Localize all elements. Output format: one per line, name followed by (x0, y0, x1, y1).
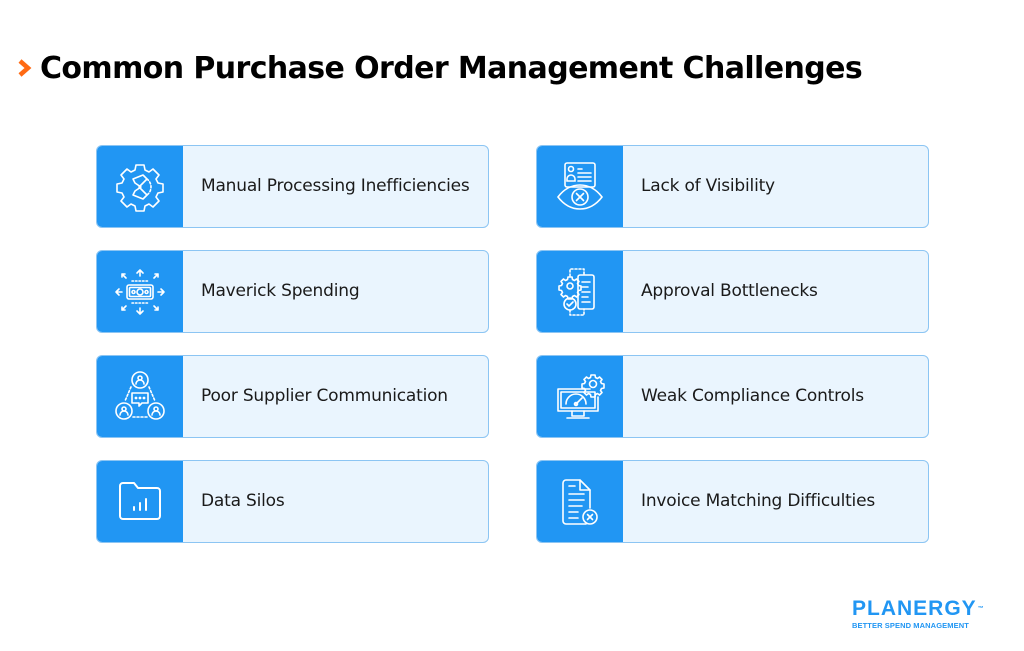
challenges-grid: Manual Processing Inefficiencies Lack of… (96, 145, 929, 543)
challenge-label: Invoice Matching Difficulties (641, 491, 876, 511)
people-chat-icon (115, 370, 165, 420)
page-title: Common Purchase Order Management Challen… (40, 50, 863, 86)
challenge-label: Lack of Visibility (641, 176, 775, 196)
folder-chart-icon (119, 481, 161, 520)
challenge-card-poor-supplier-communication: Poor Supplier Communication (96, 355, 489, 438)
money-arrows-icon (115, 268, 165, 315)
document-x-icon (562, 478, 598, 525)
challenge-card-data-silos: Data Silos (96, 460, 489, 543)
gear-document-check-icon (558, 267, 595, 316)
challenge-card-maverick-spending: Maverick Spending (96, 250, 489, 333)
profile-card-eye-x-icon (556, 161, 604, 210)
challenge-card-manual-processing: Manual Processing Inefficiencies (96, 145, 489, 228)
gear-hourglass-icon (116, 163, 164, 212)
logo-tagline: BETTER SPEND MANAGEMENT (852, 621, 969, 630)
challenge-label: Approval Bottlenecks (641, 281, 818, 301)
planergy-logo: PLANERGY™ BETTER SPEND MANAGEMENT (852, 597, 1002, 631)
challenge-label: Data Silos (201, 491, 285, 511)
challenge-card-invoice-matching-difficulties: Invoice Matching Difficulties (536, 460, 929, 543)
challenge-card-approval-bottlenecks: Approval Bottlenecks (536, 250, 929, 333)
challenge-card-lack-of-visibility: Lack of Visibility (536, 145, 929, 228)
challenge-label: Weak Compliance Controls (641, 386, 864, 406)
challenge-label: Manual Processing Inefficiencies (201, 176, 470, 196)
challenge-card-weak-compliance-controls: Weak Compliance Controls (536, 355, 929, 438)
challenge-label: Poor Supplier Communication (201, 386, 448, 406)
logo-trademark: ™ (977, 606, 985, 612)
chevron-right-icon (18, 59, 32, 77)
logo-name: PLANERGY (852, 597, 977, 620)
monitor-gauge-gear-icon (557, 373, 605, 419)
title-row: Common Purchase Order Management Challen… (14, 46, 863, 90)
challenge-label: Maverick Spending (201, 281, 360, 301)
